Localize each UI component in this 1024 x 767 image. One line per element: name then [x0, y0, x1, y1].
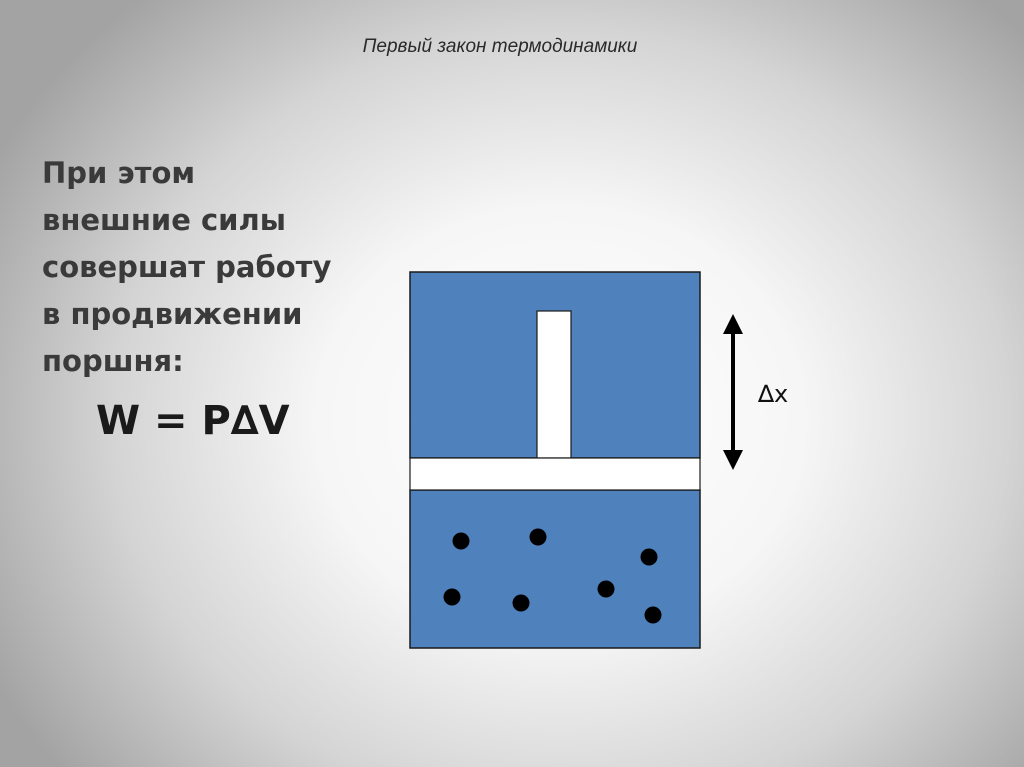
body-line-5: поршня:: [42, 344, 184, 378]
gas-molecule: [443, 588, 461, 606]
body-line-4: в продвижении: [42, 297, 303, 331]
gas-molecule: [644, 606, 662, 624]
body-line-3: совершат работу: [42, 250, 332, 284]
gas-molecule: [640, 548, 658, 566]
displacement-label: ∆x: [758, 380, 789, 408]
work-formula: W = P∆V: [96, 398, 290, 444]
body-line-2: внешние силы: [42, 203, 286, 237]
body-line-1: При этом: [42, 156, 196, 190]
gas-molecule: [512, 594, 530, 612]
gas-molecule: [597, 580, 615, 598]
piston-rod: [536, 310, 572, 459]
gas-chamber: [409, 489, 701, 649]
gas-molecule: [529, 528, 547, 546]
piston-head: [409, 457, 701, 491]
body-text: При этом внешние силы совершат работу в …: [42, 150, 382, 385]
slide-title: Первый закон термодинамики: [362, 36, 638, 57]
displacement-arrow: [723, 314, 743, 470]
gas-molecule: [452, 532, 470, 550]
